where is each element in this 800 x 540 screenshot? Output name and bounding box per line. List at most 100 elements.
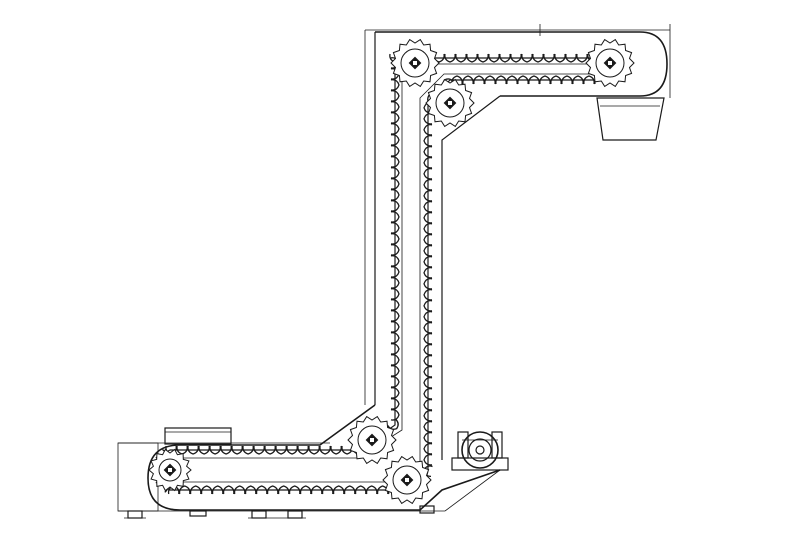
bucket [390,398,400,410]
bucket [423,377,433,389]
bucket [539,75,551,85]
bottom-left-sprocket [148,448,192,492]
bucket [423,366,433,378]
bucket [423,454,433,466]
bucket [576,53,588,63]
bucket [390,167,400,179]
bucket [233,485,246,495]
bucket [390,112,400,124]
bucket [583,75,595,85]
bucket [266,485,279,495]
bucket [354,485,367,495]
bucket [390,222,400,234]
bucket [200,485,213,495]
bucket [244,485,257,495]
bucket [521,53,533,63]
bucket [390,387,400,399]
bucket [222,485,235,495]
bucket [187,445,199,455]
bucket [275,445,287,455]
bucket [423,179,433,191]
bucket [390,288,400,300]
bucket [423,135,433,147]
bucket [242,445,254,455]
bucket [488,53,500,63]
bucket [390,189,400,201]
bucket [390,211,400,223]
bucket [423,300,433,312]
bucket [423,256,433,268]
drive-motor-gearbox [451,431,509,471]
bucket [499,53,511,63]
bucket [390,134,400,146]
bucket [390,343,400,355]
top-left-sprocket [390,38,440,88]
bucket [390,123,400,135]
bucket [561,75,573,85]
bucket [423,388,433,400]
bucket [423,190,433,202]
sprockets [148,38,635,505]
bottom-inner-sprocket [347,415,397,465]
feed-hopper [164,427,232,445]
bucket [543,53,555,63]
bucket [462,75,474,85]
bucket [423,278,433,290]
bucket [390,90,400,102]
bucket [319,445,331,455]
bucket [198,445,210,455]
bucket [423,223,433,235]
bucket [390,409,400,421]
bucket [484,75,496,85]
bucket [390,255,400,267]
bucket [423,212,433,224]
bucket [423,124,433,136]
bucket [390,354,400,366]
bucket [211,485,224,495]
bucket [423,267,433,279]
bucket [423,201,433,213]
bucket [495,75,507,85]
bucket [255,485,268,495]
bucket [423,322,433,334]
bucket [423,344,433,356]
bucket [554,53,566,63]
bucket [390,233,400,245]
bucket [390,376,400,388]
discharge-hopper [596,97,665,141]
bucket [390,101,400,113]
bucket [528,75,540,85]
bucket [390,321,400,333]
support-feet [124,505,435,519]
bucket [423,245,433,257]
bucket [572,75,584,85]
bucket [423,399,433,411]
bucket [473,75,485,85]
bucket [253,445,265,455]
bucket [565,53,577,63]
bucket [299,485,312,495]
bucket [308,445,320,455]
bucket [423,443,433,455]
bucket [390,145,400,157]
bucket [390,332,400,344]
bucket [423,157,433,169]
bucket [423,421,433,433]
bucket [297,445,309,455]
bucket [231,445,243,455]
bucket [466,53,478,63]
top-inner-sprocket [425,78,475,128]
bucket [220,445,232,455]
bucket [390,178,400,190]
bucket [264,445,276,455]
top-right-sprocket [585,38,635,88]
bucket [423,168,433,180]
bucket [209,445,221,455]
bucket [423,432,433,444]
bucket [532,53,544,63]
bucket [477,53,489,63]
bucket [286,445,298,455]
bucket [423,234,433,246]
bucket [390,156,400,168]
